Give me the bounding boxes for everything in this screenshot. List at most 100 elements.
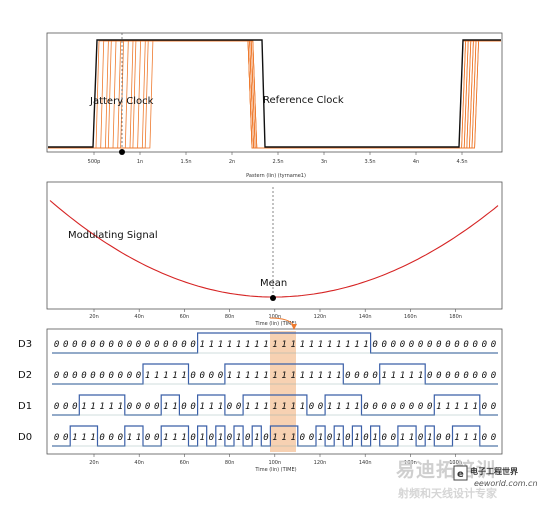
top-x-tick-label: 1n: [137, 159, 143, 165]
bit-value: 0: [418, 433, 423, 443]
bit-value: 0: [181, 402, 186, 412]
bit-value: 1: [81, 433, 86, 443]
top-waveforms: [48, 39, 501, 149]
bit-value: 1: [327, 371, 332, 381]
bit-value: 1: [227, 340, 232, 350]
bit-value: 1: [90, 402, 95, 412]
bit-value: 1: [254, 340, 259, 350]
bit-value: 0: [227, 433, 232, 443]
mid-x-tick-label: 60n: [180, 314, 190, 320]
bit-value: 0: [436, 433, 441, 443]
bit-value: 0: [172, 340, 177, 350]
bit-value: 0: [236, 402, 241, 412]
mid-x-tick-label: 180n: [449, 314, 462, 320]
bit-value: 0: [445, 433, 450, 443]
bit-value: 1: [463, 402, 468, 412]
bit-value: 1: [245, 402, 250, 412]
bit-value: 1: [90, 433, 95, 443]
bit-value: 0: [482, 402, 487, 412]
bit-value: 0: [400, 402, 405, 412]
mid-x-tick-label: 100n: [268, 314, 281, 320]
bit-value: 1: [300, 371, 305, 381]
bit-value: 1: [227, 371, 232, 381]
bit-value: 0: [381, 340, 386, 350]
bit-value: 0: [218, 371, 223, 381]
bit-value: 1: [263, 340, 268, 350]
bit-value: 1: [281, 340, 286, 350]
bit-value: 1: [418, 371, 423, 381]
bit-value: 0: [400, 340, 405, 350]
bit-value: 1: [172, 371, 177, 381]
bit-value: 0: [190, 433, 195, 443]
jittery-clock-trace: [48, 40, 501, 149]
bit-value: 0: [154, 340, 159, 350]
bit-value: 0: [482, 371, 487, 381]
bit-value: 1: [272, 402, 277, 412]
bit-value: 0: [54, 402, 59, 412]
bit-value: 1: [99, 402, 104, 412]
bit-value: 0: [118, 433, 123, 443]
bit-value: 0: [90, 340, 95, 350]
bit-value: 0: [54, 340, 59, 350]
bit-value: 0: [381, 402, 386, 412]
bit-value: 1: [363, 340, 368, 350]
bit-value: 1: [318, 340, 323, 350]
bit-value: 1: [272, 371, 277, 381]
bit-value: 1: [354, 340, 359, 350]
bit-value: 0: [72, 340, 77, 350]
bit-value: 1: [391, 371, 396, 381]
bit-value: 0: [163, 340, 168, 350]
bit-value: 0: [482, 433, 487, 443]
bit-value: 0: [54, 433, 59, 443]
bit-value: 0: [472, 340, 477, 350]
bit-value: 0: [318, 402, 323, 412]
digital-x-tick-label: 80n: [225, 460, 235, 466]
watermark-cn-main: 易迪拓培训: [396, 458, 496, 481]
bit-value: 0: [136, 340, 141, 350]
bit-value: 1: [245, 371, 250, 381]
channel-label: D3: [18, 339, 32, 350]
bit-value: 0: [145, 402, 150, 412]
watermark: 易迪拓培训 射频和天线设计专家 e 电子工程世界 eeworld.com.cn: [396, 458, 538, 500]
highlight-band: [270, 331, 296, 452]
bit-value: 0: [472, 371, 477, 381]
bit-value: 1: [254, 402, 259, 412]
bit-value: 0: [227, 402, 232, 412]
mid-x-tick-label: 140n: [359, 314, 372, 320]
bit-value: 0: [372, 371, 377, 381]
bit-value: 1: [199, 340, 204, 350]
bit-value: 1: [172, 402, 177, 412]
bit-value: 0: [63, 402, 68, 412]
reference-clock-trace: [48, 39, 501, 148]
top-x-tick-label: 2.5n: [272, 159, 283, 165]
bit-value: 1: [345, 402, 350, 412]
bit-value: 0: [354, 371, 359, 381]
bit-value: 1: [309, 340, 314, 350]
bit-value: 1: [181, 371, 186, 381]
top-x-tick-label: 3n: [321, 159, 327, 165]
bit-value: 0: [463, 340, 468, 350]
bit-value: 0: [418, 402, 423, 412]
bit-value: 1: [254, 433, 259, 443]
bit-value: 0: [327, 433, 332, 443]
bit-value: 0: [154, 433, 159, 443]
bit-value: 0: [99, 340, 104, 350]
mid-x-tick-label: 20n: [89, 314, 99, 320]
bit-value: 1: [154, 371, 159, 381]
watermark-cn-sub: 射频和天线设计专家: [397, 486, 498, 500]
bit-value: 0: [63, 340, 68, 350]
jittery-clock-trace: [48, 40, 501, 149]
bit-value: 1: [163, 402, 168, 412]
top-x-tick-label: 4.5n: [456, 159, 467, 165]
top-x-tick-label: 4n: [413, 159, 419, 165]
bit-value: 1: [272, 340, 277, 350]
jittery-clock-label: Jattery Clock: [89, 96, 154, 107]
bit-value: 1: [318, 371, 323, 381]
bit-value: 1: [236, 433, 241, 443]
bit-value: 1: [245, 340, 250, 350]
bit-value: 1: [454, 433, 459, 443]
mean-marker: [270, 295, 276, 301]
